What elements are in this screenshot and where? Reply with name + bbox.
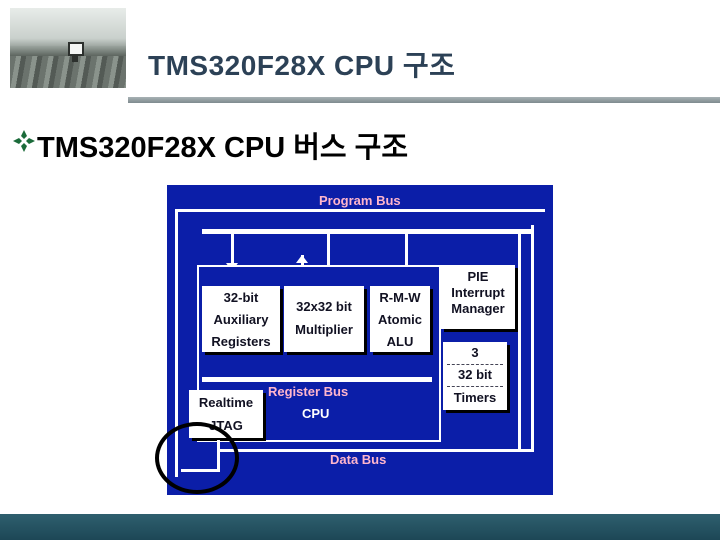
program-bus-line: [202, 229, 532, 234]
register-bus-line: [202, 377, 432, 382]
program-bus-label: Program Bus: [319, 194, 401, 207]
timers-box: 3 32 bit Timers: [443, 342, 507, 410]
bullet-text: TMS320F28X CPU 버스 구조: [37, 124, 408, 166]
peripheral-bus-line-2: [531, 225, 534, 452]
diamond-bullet-icon: [12, 129, 36, 153]
header-divider: [128, 97, 720, 103]
page-title: TMS320F28X CPU 구조: [148, 44, 455, 84]
pie-interrupt-manager-box: PIE Interrupt Manager: [441, 265, 515, 329]
multiplier-box: 32x32 bit Multiplier: [284, 286, 364, 352]
header-photo: [10, 8, 126, 88]
register-bus-label: Register Bus: [268, 385, 348, 398]
footer-bar: [0, 514, 720, 540]
auxiliary-registers-box: 32-bit Auxiliary Registers: [202, 286, 280, 352]
atomic-alu-box: R-M-W Atomic ALU: [370, 286, 430, 352]
cpu-label: CPU: [302, 407, 329, 420]
data-bus-label: Data Bus: [330, 453, 386, 466]
arrow-up-icon: [296, 255, 308, 263]
highlight-circle: [155, 422, 239, 494]
peripheral-bus-line: [518, 234, 521, 452]
program-bus-top-line: [175, 209, 545, 212]
